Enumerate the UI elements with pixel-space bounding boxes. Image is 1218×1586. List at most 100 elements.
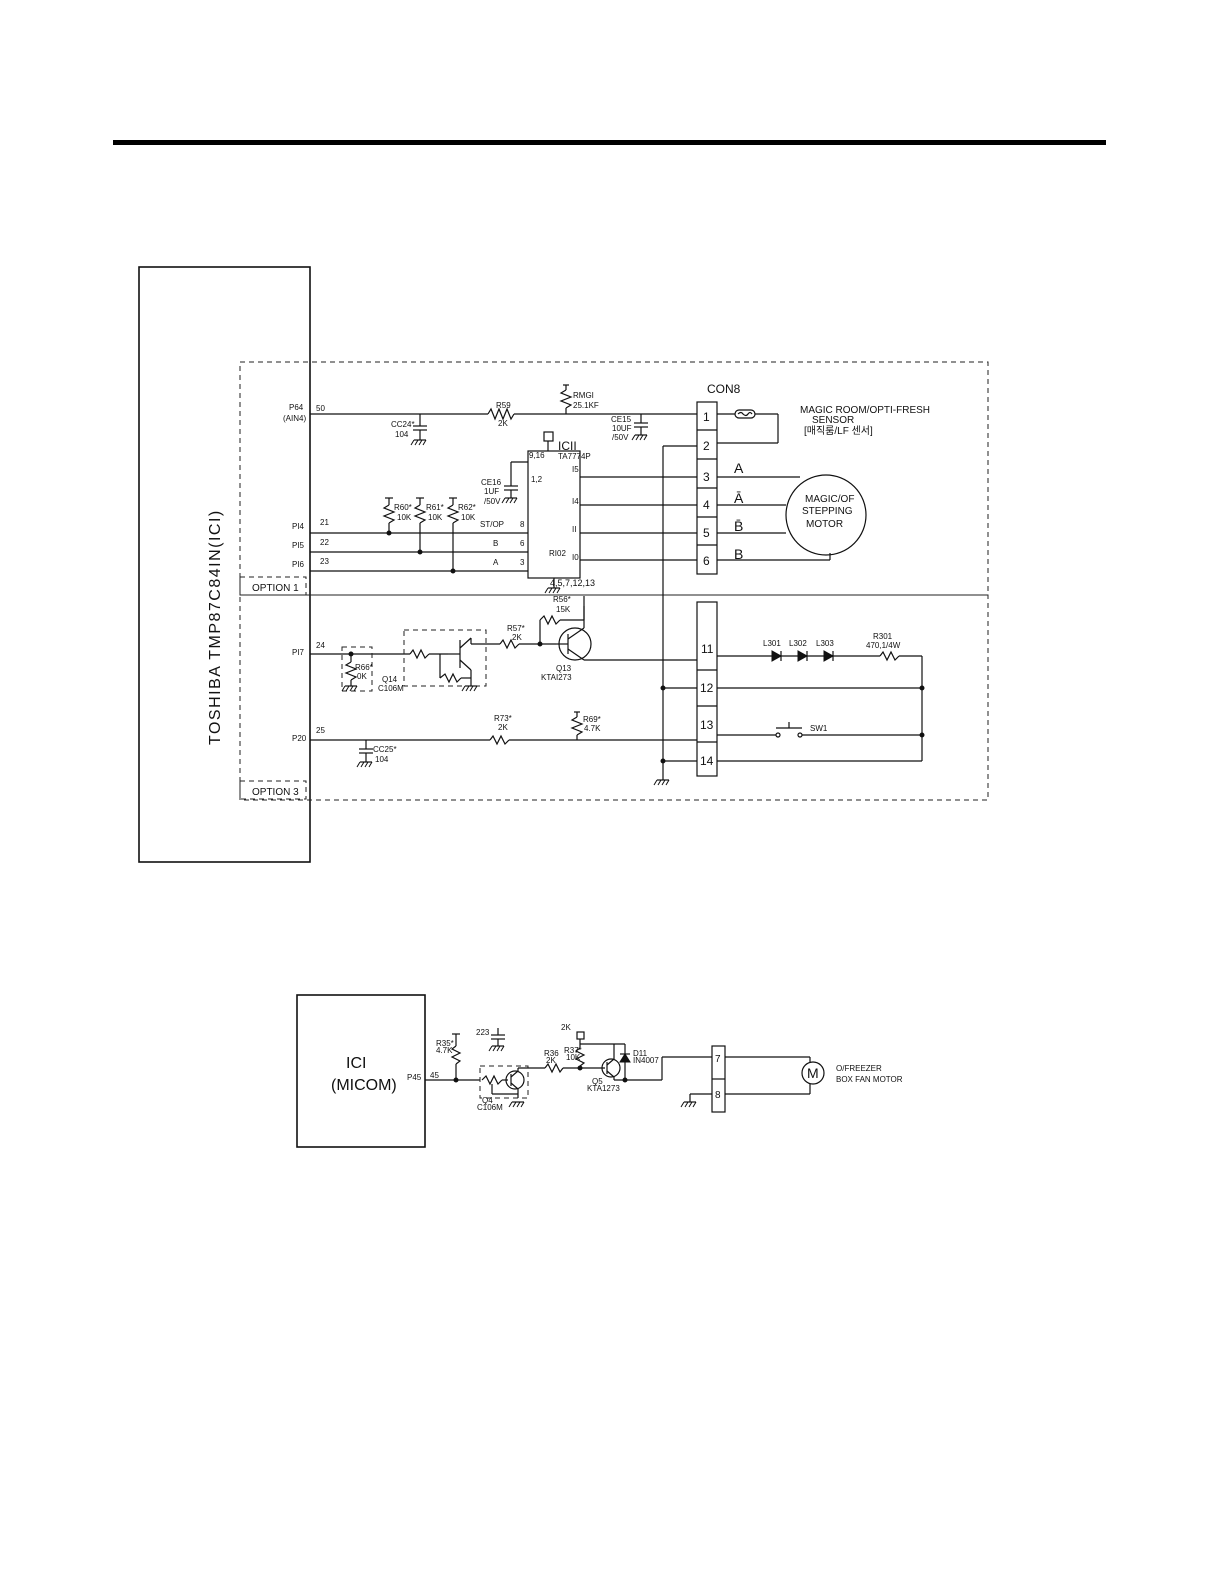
diode-label: D11	[633, 1049, 648, 1058]
r37-value: 10K	[566, 1053, 581, 1062]
con8-label: CON8	[707, 382, 741, 396]
pin-p64-num: 50	[316, 404, 325, 413]
micom-block-lower	[296, 994, 426, 1148]
r69-resistor	[570, 711, 584, 740]
con8-pin-5: 5	[703, 526, 710, 540]
rmg1-resistor	[559, 384, 573, 414]
ic11-out-10: I0	[572, 553, 579, 562]
lower-wiring	[425, 1028, 811, 1108]
r59-label: R59	[496, 401, 511, 410]
con8-pin-1: 1	[703, 410, 710, 424]
r61-resistor	[413, 497, 427, 555]
r60-resistor	[382, 497, 396, 536]
q5-label: Q5	[592, 1077, 603, 1086]
r57-label: R57*	[507, 624, 525, 633]
cc25-capacitor	[356, 740, 373, 768]
r73-value: 2K	[498, 723, 508, 732]
q13-part: KTAI273	[541, 673, 572, 682]
ce15-capacitor	[631, 414, 648, 441]
r57-value: 2K	[512, 633, 522, 642]
r37-label: R37*	[564, 1046, 582, 1055]
l303-label: L303	[816, 639, 834, 648]
r62-resistor	[446, 497, 460, 574]
r66-label: R66*	[355, 663, 373, 672]
r35-value: 4.7K	[436, 1046, 453, 1055]
fan-motor	[801, 1061, 825, 1085]
r59-value: 2K	[498, 419, 508, 428]
phase-a: A	[734, 460, 744, 476]
q4-label: Q4	[482, 1096, 493, 1105]
cc24-capacitor	[410, 414, 427, 446]
ce16-capacitor	[501, 461, 528, 504]
r66-value: 0K	[357, 672, 367, 681]
r66-resistor	[341, 651, 358, 692]
ic11-pin-8: 8	[520, 520, 525, 529]
sensor-thermistor	[717, 409, 779, 444]
r61-label: R61*	[426, 503, 444, 512]
r60-value: 10K	[397, 513, 412, 522]
r301-label: R301	[873, 632, 893, 641]
ce15-value: 10UF	[612, 424, 632, 433]
q14-box	[403, 629, 487, 687]
option-3-tag	[239, 780, 307, 800]
pi7-wire	[310, 648, 448, 660]
con8-pin-12: 12	[700, 681, 714, 695]
ic11-label: ICII	[558, 439, 577, 453]
l301-label: L301	[763, 639, 781, 648]
ic11-out-11: II	[572, 525, 576, 534]
cc25-label: CC25*	[373, 745, 397, 754]
top-rule	[113, 140, 1106, 145]
ic11-out-15: I5	[572, 465, 579, 474]
lower-con-pin-7: 7	[715, 1054, 721, 1065]
motor-label-1: MAGIC/OF	[805, 494, 854, 505]
r66-box	[341, 646, 373, 692]
lower-2k-label: 2K	[561, 1023, 571, 1032]
diode-part: IN4007	[633, 1056, 659, 1065]
pin-p16-num: 23	[320, 557, 329, 566]
micom-lower-label: ICI	[346, 1055, 366, 1072]
sensor-label-kr: [매직룸/LF 센서]	[804, 425, 873, 437]
ce16-rating: /50V	[484, 497, 501, 506]
r73-label: R73*	[494, 714, 512, 723]
r69-label: R69*	[583, 715, 601, 724]
l302-label: L302	[789, 639, 807, 648]
option-3-label: OPTION 3	[252, 787, 299, 798]
ground-bus	[653, 445, 697, 786]
r301-value: 470,1/4W	[866, 641, 901, 650]
fan-motor-symbol: M	[807, 1065, 819, 1081]
r60-label: R60*	[394, 503, 412, 512]
sw1-switch	[717, 722, 922, 738]
q13-label: Q13	[556, 664, 572, 673]
p64-wire	[310, 407, 697, 421]
pin-p14: PI4	[292, 522, 305, 531]
pin-p15-num: 22	[320, 538, 329, 547]
pin-p16: PI6	[292, 560, 305, 569]
motor-label-3: MOTOR	[806, 519, 843, 530]
stepping-motor-wires	[717, 476, 831, 561]
ic11-in-b: B	[493, 539, 498, 548]
q4-part: C106M	[477, 1103, 503, 1112]
rmg1-value: 25.1KF	[573, 401, 599, 410]
ce15-label: CE15	[611, 415, 632, 424]
c223-label: 223	[476, 1028, 490, 1037]
motor-label-2: STEPPING	[802, 506, 853, 517]
rmg1-label: RMGI	[573, 391, 594, 400]
fan-motor-label-2: BOX FAN MOTOR	[836, 1075, 903, 1084]
phase-a-bar: Ā	[734, 490, 744, 506]
q14-part: C106M	[378, 684, 404, 693]
ce16-label: CE16	[481, 478, 502, 487]
r35-label: R35*	[436, 1039, 454, 1048]
sw1-label: SW1	[810, 724, 828, 733]
ic11-pin-6: 6	[520, 539, 525, 548]
phase-b-bar: B̄	[734, 518, 743, 534]
con8-pin-3: 3	[703, 470, 710, 484]
r36-label: R36	[544, 1049, 559, 1058]
con8-pin-11: 11	[701, 642, 714, 656]
pin-p14-num: 21	[320, 518, 329, 527]
ic11-pin-12: 1,2	[531, 475, 543, 484]
cc24-value: 104	[395, 430, 409, 439]
lower-con-pin-8: 8	[715, 1090, 721, 1101]
pin-p17-num: 24	[316, 641, 325, 650]
